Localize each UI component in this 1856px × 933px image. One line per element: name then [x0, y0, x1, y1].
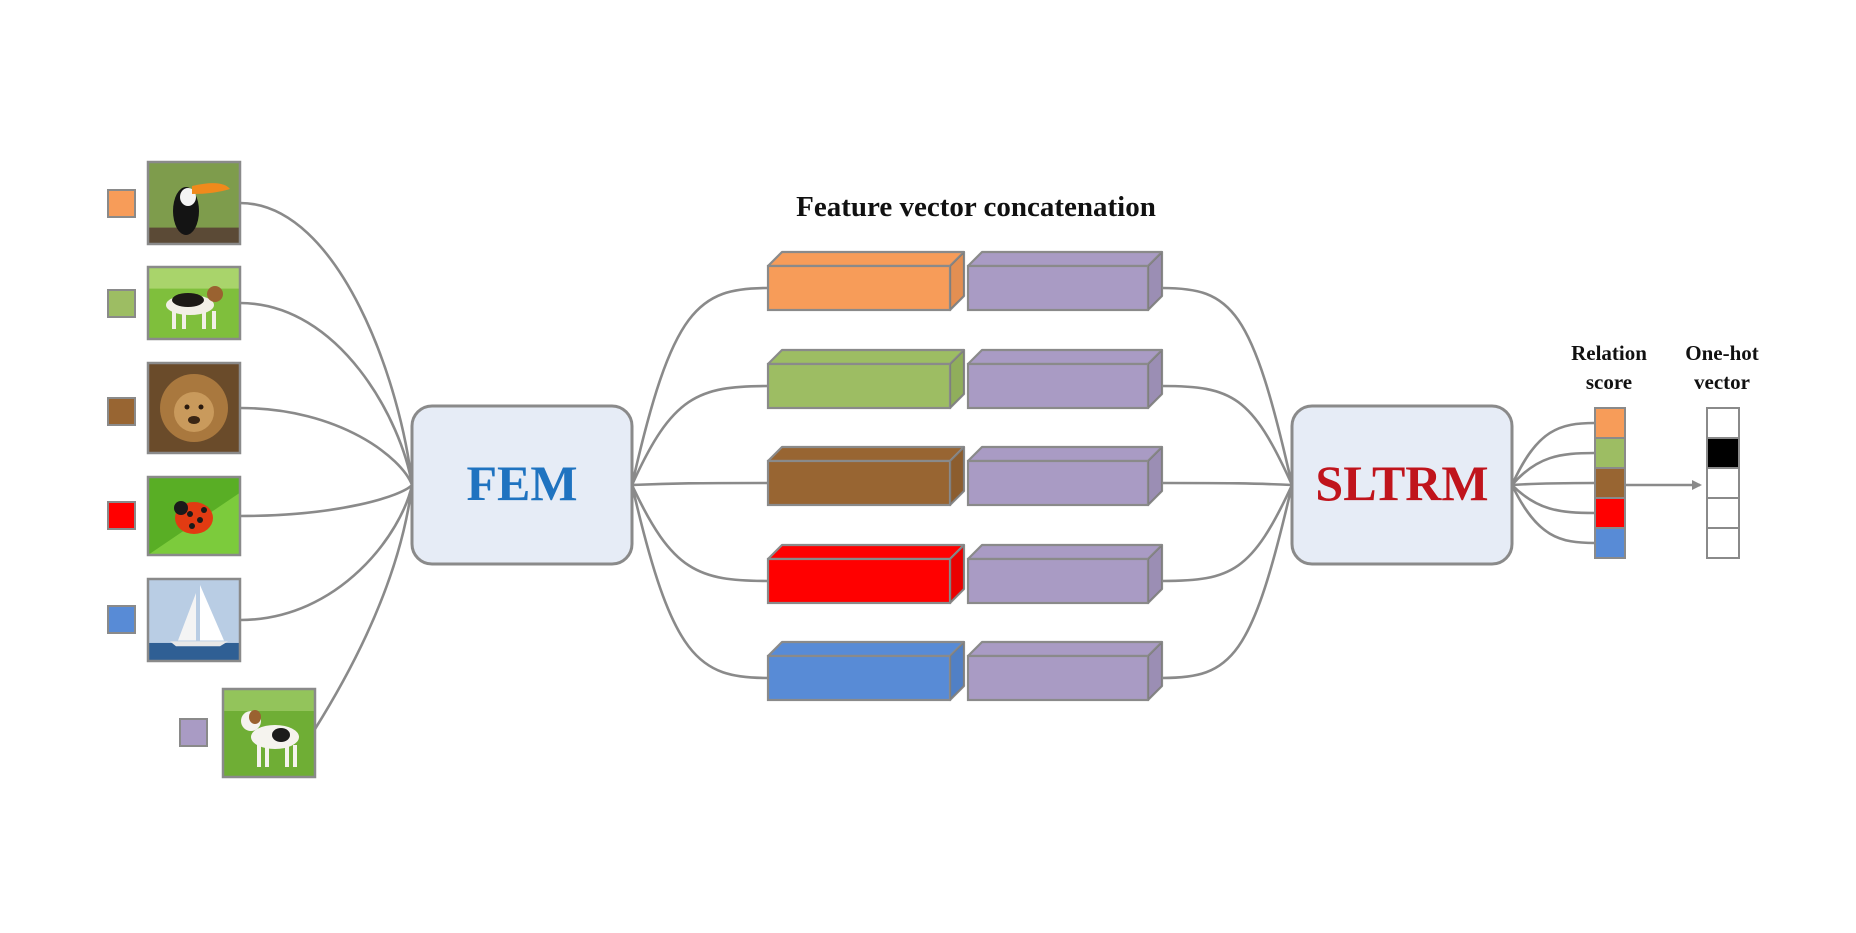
query-dog-image	[221, 687, 317, 779]
fem-to-feature-line	[630, 484, 769, 583]
sltrm-to-score-line	[1511, 481, 1596, 487]
support-to-fem-line	[239, 406, 414, 486]
fem-label: FEM	[466, 455, 577, 511]
support-feature-vector	[766, 640, 966, 702]
relation-score-label-line2: score	[1586, 370, 1632, 394]
sltrm-box	[1290, 404, 1514, 566]
lion-image	[146, 361, 242, 455]
support-sample-beagle	[107, 265, 242, 341]
support-to-fem-line	[239, 484, 413, 518]
toucan-image	[146, 160, 242, 246]
support-feature-vector	[766, 250, 966, 312]
one-hot-cell	[1706, 407, 1740, 439]
feature-to-sltrm-line	[1161, 481, 1293, 487]
feature-concat-title: Feature vector concatenation	[796, 191, 1156, 223]
query-feature-vector	[966, 250, 1164, 312]
one-hot-label-line1: One-hot	[1685, 341, 1759, 365]
query-to-fem-line	[313, 484, 414, 730]
sailboat-image	[146, 577, 242, 663]
query-feature-vector	[966, 348, 1164, 410]
support-set	[107, 160, 317, 779]
connection-lines	[239, 201, 1596, 730]
support-sample-sailboat	[107, 577, 242, 663]
fem-to-feature-line	[630, 484, 769, 680]
relation-score-cell	[1594, 497, 1626, 529]
sltrm-to-score-line	[1510, 421, 1596, 486]
support-to-fem-line	[239, 301, 414, 486]
feature-vector-blocks	[766, 250, 1164, 702]
relation-score-cell	[1594, 527, 1626, 559]
one-hot-label-line2: vector	[1694, 370, 1750, 394]
one-hot-vector	[1706, 407, 1740, 559]
query-sample	[179, 687, 317, 779]
sltrm-label: SLTRM	[1315, 455, 1488, 511]
relation-score-column	[1594, 407, 1702, 559]
one-hot-cell	[1706, 467, 1740, 499]
support-sample-toucan	[107, 160, 242, 246]
one-hot-cell	[1706, 527, 1740, 559]
ladybug-image	[146, 475, 242, 557]
query-feature-vector	[966, 543, 1164, 605]
query-feature-vector	[966, 445, 1164, 507]
support-to-fem-line	[239, 201, 414, 486]
feature-to-sltrm-line	[1161, 384, 1294, 486]
sltrm-module: SLTRM	[1290, 404, 1514, 566]
class-color-swatch	[107, 501, 136, 530]
one-hot-cell	[1706, 437, 1740, 469]
support-feature-vector	[766, 543, 966, 605]
relation-score-cell	[1594, 467, 1626, 499]
class-color-swatch	[107, 605, 136, 634]
fem-to-feature-line	[631, 481, 769, 487]
fem-module: FEM	[410, 404, 634, 566]
sltrm-to-score-line	[1510, 484, 1596, 545]
support-feature-vector	[766, 445, 966, 507]
feature-to-sltrm-line	[1161, 484, 1294, 583]
feature-row-5	[766, 640, 1164, 702]
feature-row-1	[766, 250, 1164, 312]
support-to-fem-line	[239, 484, 414, 622]
beagle-image	[146, 265, 242, 341]
one-hot-cell	[1706, 497, 1740, 529]
class-color-swatch	[107, 289, 136, 318]
sltrm-to-score-line	[1511, 484, 1596, 515]
feature-row-4	[766, 543, 1164, 605]
feature-to-sltrm-line	[1161, 286, 1294, 486]
class-color-swatch	[107, 189, 136, 218]
feature-row-2	[766, 348, 1164, 410]
relation-score-label-line1: Relation	[1571, 341, 1647, 365]
query-feature-vector	[966, 640, 1164, 702]
relation-score-cell	[1594, 437, 1626, 469]
fem-to-feature-line	[630, 286, 769, 486]
fem-box	[410, 404, 634, 566]
support-sample-lion	[107, 361, 242, 455]
query-color-swatch	[179, 718, 208, 747]
feature-row-3	[766, 445, 1164, 507]
feature-to-sltrm-line	[1161, 484, 1294, 680]
relation-score-cell	[1594, 407, 1626, 439]
fem-to-feature-line	[630, 384, 769, 486]
class-color-swatch	[107, 397, 136, 426]
support-sample-ladybug	[107, 475, 242, 557]
sltrm-to-score-line	[1511, 451, 1596, 486]
support-feature-vector	[766, 348, 966, 410]
